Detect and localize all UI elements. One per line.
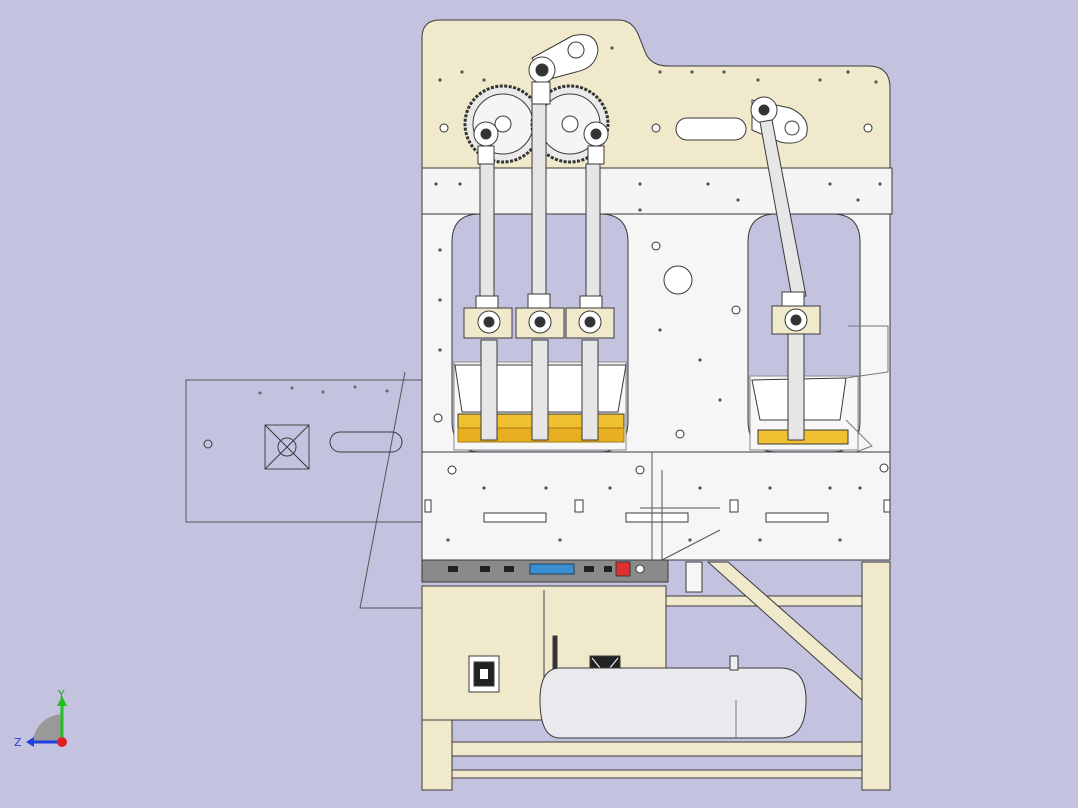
base-frame[interactable]	[421, 561, 891, 791]
piston-assembly-2[interactable]	[515, 81, 565, 441]
piston-assembly-4[interactable]	[759, 119, 821, 441]
coordinate-triad[interactable]: Y Z	[14, 688, 67, 749]
piston-assembly-1[interactable]	[463, 121, 513, 441]
triad-y-label: Y	[57, 688, 65, 701]
air-tank[interactable]	[539, 667, 807, 739]
piston-assembly-3[interactable]	[565, 121, 615, 441]
drive-gear-left[interactable]	[463, 84, 543, 164]
control-panel[interactable]	[421, 559, 669, 583]
triad-x-axis	[57, 737, 67, 747]
triad-z-label: Z	[14, 736, 22, 749]
conveyor-table[interactable]	[185, 371, 423, 609]
